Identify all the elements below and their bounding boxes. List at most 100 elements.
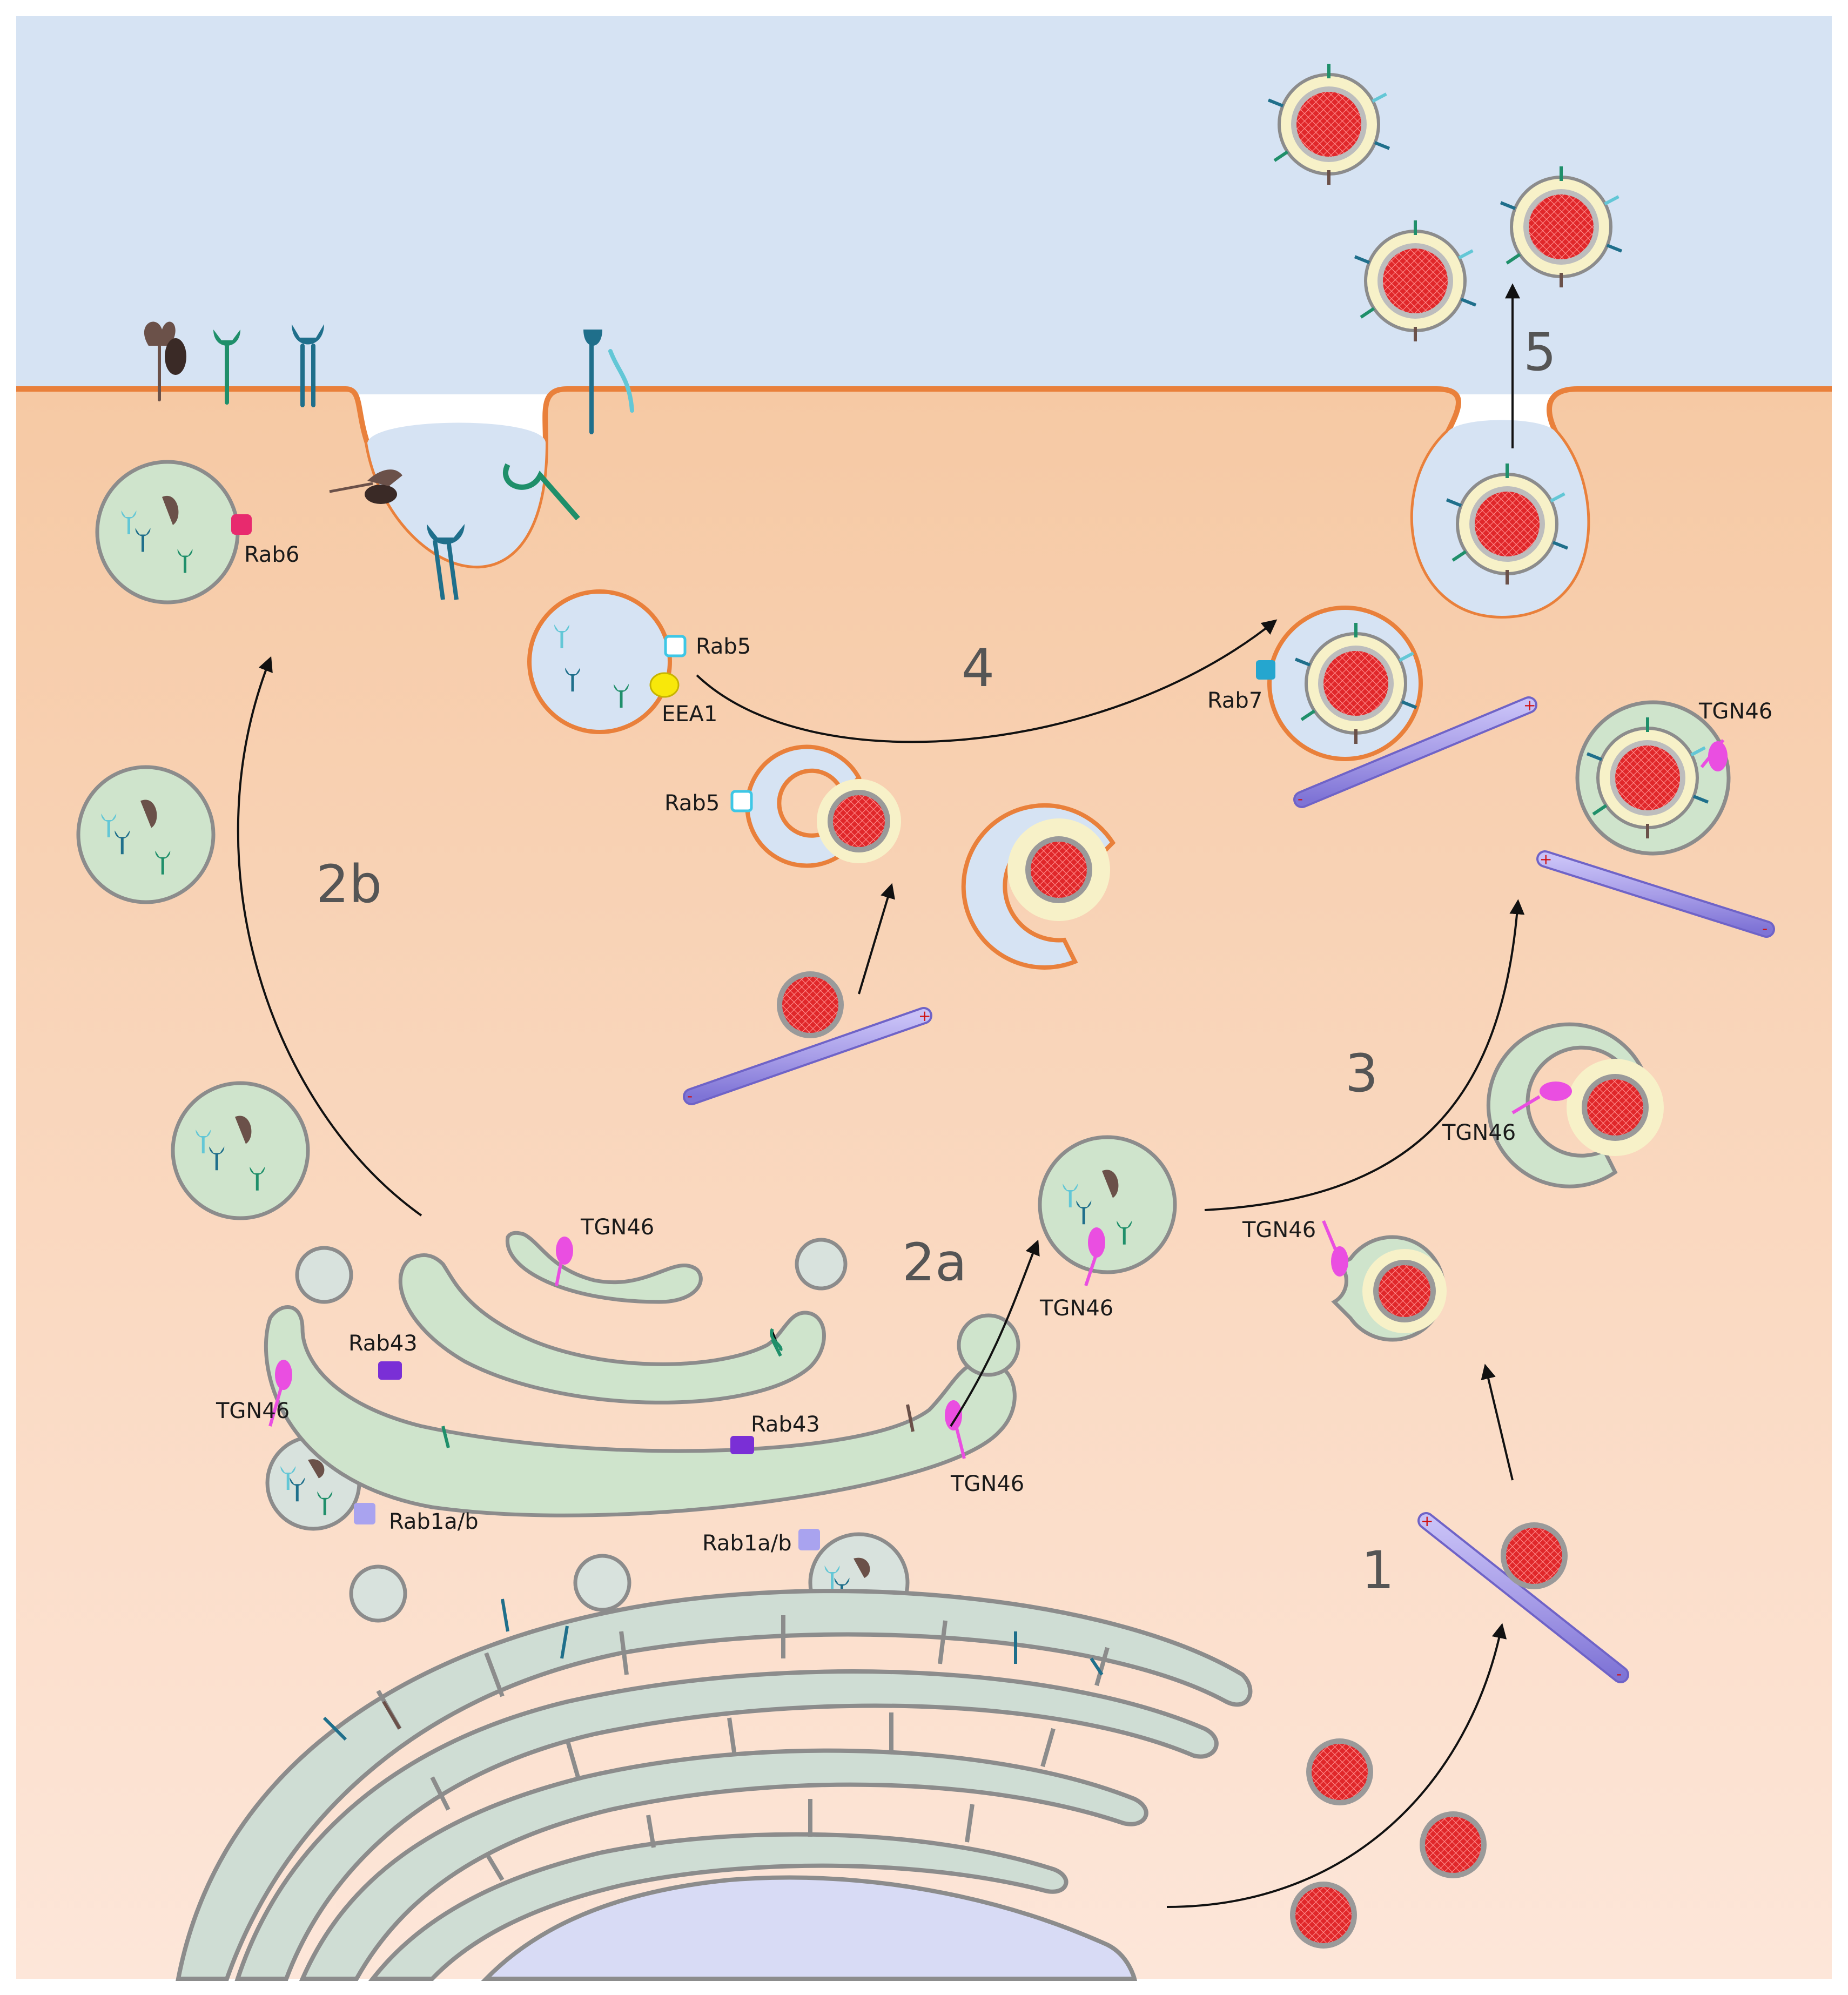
svg-text:+: + — [1421, 1512, 1433, 1530]
budding-capsid — [1373, 1260, 1436, 1322]
label-tgn46-left: TGN46 — [216, 1399, 290, 1423]
released-virion-2 — [1354, 220, 1477, 341]
arrow-step-4 — [696, 619, 1278, 743]
late-endosome-virion — [1294, 623, 1417, 744]
rab1-mid-marker — [798, 1529, 820, 1550]
microtubules: +-+-+-+- — [683, 696, 1775, 1683]
wrapping-tgn-vesicle — [1486, 1022, 1664, 1188]
released-virion-1 — [1267, 64, 1390, 185]
copi-vesicle-small — [349, 1564, 407, 1623]
transport-vesicle-lower — [171, 1081, 310, 1220]
step-2b: 2b — [316, 854, 382, 915]
released-virions — [1267, 64, 1623, 341]
label-tgn46-vesicle: TGN46 — [1039, 1296, 1113, 1321]
eea1-marker — [649, 672, 680, 698]
step-1: 1 — [1361, 1540, 1394, 1601]
label-tgn46-golgi: TGN46 — [580, 1215, 654, 1240]
golgi-bud-right-top — [795, 1238, 848, 1291]
capsid-on-microtubule — [777, 971, 844, 1038]
exocytic-virion — [1446, 464, 1569, 585]
label-rab5-top: Rab5 — [696, 634, 751, 659]
wrapping-capsid-tgn — [1582, 1074, 1649, 1141]
wrapping-endosome-rab5 — [745, 744, 901, 868]
arrow-step-1 — [1166, 1623, 1507, 1908]
wrapping-capsid-orange — [1025, 836, 1092, 903]
rab6-secretory-vesicle — [95, 460, 240, 604]
golgi-cisterna-middle — [398, 1253, 826, 1405]
transport-vesicle-left — [76, 765, 216, 904]
wrapping-endosome-orange — [961, 803, 1116, 970]
microtubule-right: +- — [1536, 850, 1775, 938]
membrane-markers — [231, 514, 1728, 1550]
capsid-free-3 — [1290, 1882, 1357, 1949]
label-tgn46-right: TGN46 — [1698, 699, 1772, 724]
arrow-step-3 — [1204, 899, 1525, 1211]
label-tgn46-small: TGN46 — [1242, 1218, 1316, 1242]
surface-glyco-teal — [300, 344, 315, 407]
er-cargo — [322, 1598, 1104, 1741]
svg-text:-: - — [1298, 790, 1303, 808]
tgn46-vesicle-virion — [1586, 717, 1709, 838]
capsids — [777, 971, 1568, 1949]
er-sheet-outer — [176, 1589, 1253, 1981]
label-tgn46-mid-right: TGN46 — [1442, 1120, 1516, 1145]
label-rab43-mid: Rab43 — [751, 1412, 820, 1437]
rab6-marker — [231, 514, 252, 535]
step-5: 5 — [1523, 322, 1556, 382]
label-rab1-left: Rab1a/b — [389, 1509, 479, 1534]
surface-glycoproteins — [144, 321, 634, 434]
rab7-marker — [1256, 660, 1275, 680]
tgn46-vesicle-right — [1575, 700, 1731, 856]
svg-text:-: - — [1762, 919, 1768, 937]
er-sheet-3 — [299, 1748, 1148, 1981]
transport-arrows — [237, 283, 1525, 1908]
label-tgn46-bottom: TGN46 — [950, 1472, 1024, 1496]
tgn46-vesicle — [1038, 1135, 1177, 1274]
microtubule-lower-right: +- — [1417, 1512, 1629, 1683]
capsid-free-2 — [1420, 1811, 1487, 1878]
svg-text:-: - — [1616, 1665, 1622, 1683]
rab1-left-marker — [354, 1503, 375, 1524]
capsid-lower-right — [1501, 1522, 1568, 1589]
svg-text:+: + — [1540, 850, 1552, 868]
step-3: 3 — [1345, 1043, 1378, 1104]
endocytic-pit-fill — [367, 422, 546, 566]
pit-glycoproteins — [329, 463, 580, 600]
released-virion-3 — [1500, 166, 1623, 287]
rab5-top-marker — [664, 635, 687, 657]
late-endosome — [1267, 606, 1423, 761]
svg-text:+: + — [918, 1007, 931, 1025]
arrow-step-2b — [237, 656, 422, 1217]
label-eea1: EEA1 — [662, 702, 717, 727]
budding-tgn-vesicle — [1331, 1235, 1447, 1342]
golgi-apparatus — [264, 1231, 1020, 1517]
copi-vesicle-small-2 — [573, 1554, 631, 1612]
arrow-step-1b — [1481, 1363, 1514, 1481]
label-rab6: Rab6 — [244, 542, 299, 567]
er-sheet-4 — [368, 1832, 1069, 1981]
nucleus — [481, 1875, 1138, 1981]
step-2a: 2a — [902, 1232, 967, 1293]
golgi-bud-left — [295, 1246, 353, 1304]
svg-text:+: + — [1523, 696, 1536, 714]
rab43-left-marker — [378, 1361, 402, 1380]
early-endosome — [527, 589, 672, 734]
label-rab5-mid: Rab5 — [664, 791, 720, 816]
golgi-bud-right — [957, 1313, 1020, 1377]
exocytosis-vesicle — [1446, 464, 1569, 585]
label-rab7: Rab7 — [1207, 688, 1262, 713]
arrow-step-2a — [950, 1239, 1040, 1427]
golgi-cargo — [268, 1237, 966, 1459]
endoplasmic-reticulum — [176, 1589, 1253, 1981]
capsid-free-1 — [1306, 1738, 1373, 1805]
cytoplasm — [16, 389, 1832, 1979]
labels: Rab6 Rab5 EEA1 Rab7 TGN46 Rab5 TGN46 TGN… — [216, 542, 1772, 1556]
step-4: 4 — [962, 638, 994, 698]
label-rab43-left: Rab43 — [348, 1331, 418, 1356]
er-sheet-2 — [234, 1669, 1219, 1981]
rab43-mid-marker — [730, 1436, 754, 1454]
wrapping-capsid-rab5 — [828, 790, 890, 852]
microtubule-center: +- — [683, 1007, 932, 1105]
svg-text:-: - — [687, 1087, 693, 1105]
